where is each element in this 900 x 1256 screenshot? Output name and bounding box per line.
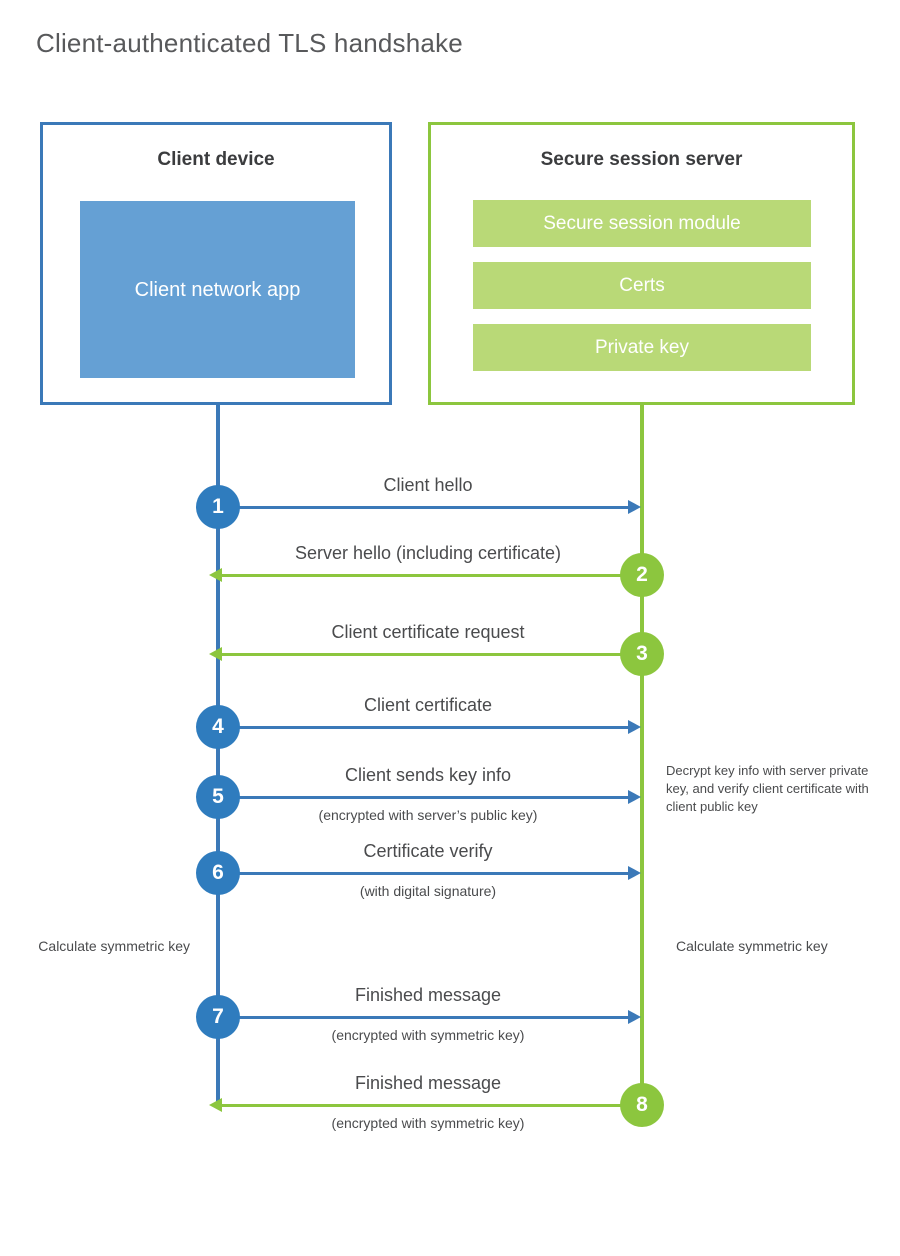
step-arrow-head (628, 720, 641, 734)
step-arrow-line (222, 653, 640, 656)
step-arrow-line (218, 872, 636, 875)
client-network-app-label: Client network app (134, 278, 301, 301)
step-arrow-head (209, 1098, 222, 1112)
step-sublabel: (with digital signature) (359, 883, 497, 899)
server-block-label: Certs (619, 274, 665, 296)
step-sublabel: (encrypted with symmetric key) (331, 1115, 525, 1131)
step-arrow-line (218, 796, 636, 799)
step-arrow-line (222, 1104, 640, 1107)
client-device-box: Client device Client network app (40, 122, 392, 405)
server-lifeline (640, 405, 644, 1107)
step-badge-6: 6 (196, 851, 240, 895)
client-device-title: Client device (157, 149, 275, 170)
step-badge-8: 8 (620, 1083, 664, 1127)
server-block-label: Secure session module (543, 212, 741, 234)
step-label: Client certificate (363, 695, 493, 715)
server-block-certs: Certs (473, 262, 811, 309)
step-badge-2: 2 (620, 553, 664, 597)
step-arrow-line (218, 506, 636, 509)
step-badge-3: 3 (620, 632, 664, 676)
step-label: Server hello (including certificate) (294, 543, 562, 563)
note-server-calculate-symmetric-key: Calculate symmetric key (676, 938, 828, 954)
step-badge-4: 4 (196, 705, 240, 749)
client-lifeline (216, 405, 220, 1107)
step-label: Client certificate request (331, 622, 525, 642)
secure-session-server-box: Secure session server Secure session mod… (428, 122, 855, 405)
step-label: Certificate verify (363, 841, 493, 861)
server-block-private-key: Private key (473, 324, 811, 371)
step-badge-7: 7 (196, 995, 240, 1039)
step-sublabel: (encrypted with symmetric key) (331, 1027, 525, 1043)
step-arrow-head (628, 790, 641, 804)
step-arrow-line (218, 726, 636, 729)
step-label: Finished message (354, 1073, 502, 1093)
step-arrow-head (209, 568, 222, 582)
step-label: Client hello (383, 475, 473, 495)
step-arrow-line (218, 1016, 636, 1019)
note-client-calculate-symmetric-key: Calculate symmetric key (38, 938, 190, 954)
step-arrow-head (628, 500, 641, 514)
client-network-app-block: Client network app (80, 201, 355, 378)
page-title: Client-authenticated TLS handshake (36, 28, 463, 58)
server-block-label: Private key (595, 336, 689, 358)
note-server-decrypt: Decrypt key info with server private key… (666, 763, 869, 814)
step-sublabel: (encrypted with server’s public key) (318, 807, 538, 823)
step-badge-1: 1 (196, 485, 240, 529)
server-block-secure-session-module: Secure session module (473, 200, 811, 247)
step-arrow-head (628, 866, 641, 880)
step-arrow-head (209, 647, 222, 661)
step-label: Finished message (354, 985, 502, 1005)
step-arrow-head (628, 1010, 641, 1024)
step-label: Client sends key info (344, 765, 512, 785)
step-arrow-line (222, 574, 640, 577)
secure-session-server-title: Secure session server (540, 149, 743, 170)
step-badge-5: 5 (196, 775, 240, 819)
